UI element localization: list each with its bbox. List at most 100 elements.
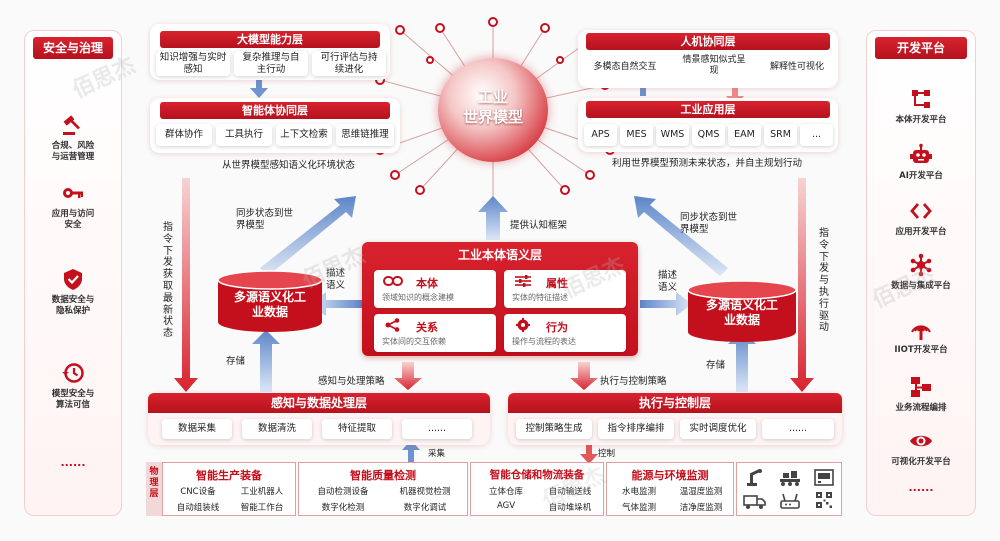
physical-group-quality[interactable]: 智能质量检测 自动检测设备 机器视觉检测 数字化检测 数字化调试 xyxy=(298,462,468,516)
perception-layer-panel: 感知与数据处理层 数据采集 数据清洗 特征提取 ...... xyxy=(148,393,490,445)
arrow-exec-strategy xyxy=(570,362,598,390)
app-layer-title: 工业应用层 xyxy=(586,101,830,118)
arrow-store-right xyxy=(728,330,756,392)
model-item-knowledge[interactable]: 知识增强与实时 感知 xyxy=(156,51,230,76)
human-item-context: 情景感知似式呈 现 xyxy=(682,55,746,77)
arrow-describe-right xyxy=(640,292,692,316)
arrow-store-left xyxy=(252,330,280,392)
ontology-item-attribute[interactable]: 属性 实体的特征描述 xyxy=(504,270,626,308)
physical-item: 自动堆垛机 xyxy=(548,503,592,513)
model-item-evaluation[interactable]: 可行评估与持 续进化 xyxy=(312,51,386,76)
model-item-reasoning[interactable]: 复杂推理与自 主行动 xyxy=(234,51,308,76)
label-control: 控制 xyxy=(598,449,616,459)
sidebar-item-ontology-platform[interactable]: 本体开发平台 xyxy=(867,87,975,126)
physical-group-logistics[interactable]: 智能仓储和物流装备 立体仓库 自动输送线 AGV 自动堆垛机 xyxy=(470,462,604,516)
sidebar-title-dev: 开发平台 xyxy=(875,37,967,59)
robot-icon xyxy=(910,143,932,163)
arrow-control xyxy=(580,442,598,464)
sidebar-item-label: 业务流程编排 xyxy=(895,403,947,413)
app-item-mes[interactable]: MES xyxy=(620,124,653,146)
execution-item-ordering[interactable]: 指令排序编排 xyxy=(598,419,674,439)
agent-item-cot[interactable]: 思维链推理 xyxy=(336,124,394,146)
perception-item-feature[interactable]: 特征提取 xyxy=(322,419,392,439)
physical-item: 数字化调试 xyxy=(403,503,447,513)
sidebar-item-label: 可视化开发平台 xyxy=(891,457,951,467)
data-cylinder-right[interactable] xyxy=(686,280,798,344)
shield-check-icon xyxy=(64,269,82,290)
physical-device-icons xyxy=(736,462,842,516)
flow-icon xyxy=(911,377,931,397)
sidebar-item-access[interactable]: 应用与访问 安全 xyxy=(25,181,121,230)
data-right-title: 多源语义化工 业数据 xyxy=(705,298,778,327)
agent-item-tools[interactable]: 工具执行 xyxy=(216,124,272,146)
human-layer-title: 人机协同层 xyxy=(586,33,830,50)
router-icon xyxy=(780,493,800,509)
ontology-item-title: 属性 xyxy=(546,277,568,290)
physical-item: 水电监测 xyxy=(621,487,656,497)
physical-group-energy[interactable]: 能源与环境监测 水电监测 温湿度监测 气体监测 洁净度监测 xyxy=(606,462,734,516)
app-item-eam[interactable]: EAM xyxy=(728,124,761,146)
model-layer-title: 大模型能力层 xyxy=(160,31,380,48)
label-perceive-strategy: 感知与处理策略 xyxy=(318,376,385,387)
perception-item-more[interactable]: ...... xyxy=(402,419,472,439)
execution-item-strategy[interactable]: 控制策略生成 xyxy=(516,419,592,439)
app-item-qms[interactable]: QMS xyxy=(692,124,725,146)
execution-item-schedule[interactable]: 实时调度优化 xyxy=(680,419,756,439)
human-item-multimodal: 多模态自然交互 xyxy=(593,62,657,72)
app-item-srm[interactable]: SRM xyxy=(764,124,797,146)
history-icon xyxy=(62,363,84,383)
agent-item-context[interactable]: 上下文检索 xyxy=(276,124,332,146)
label-store-right: 存储 xyxy=(706,360,726,371)
app-layer-panel: 工业应用层 APS MES WMS QMS EAM SRM ... xyxy=(578,98,838,152)
ontology-item-behavior[interactable]: 行为 操作与流程的表达 xyxy=(504,314,626,352)
physical-item: 机器视觉检测 xyxy=(399,487,451,497)
ontology-item-entity[interactable]: 本体 领域知识的概念建模 xyxy=(374,270,496,308)
sidebar-item-data-platform[interactable]: 数据与集成平台 xyxy=(867,253,975,292)
physical-item: 自动检测设备 xyxy=(317,487,369,497)
right-sidebar: 开发平台 本体开发平台 AI开发平台 应用开发平台 数据与集成平台 IIOT开发… xyxy=(866,30,976,516)
ontology-item-title: 本体 xyxy=(416,277,438,290)
arrow-model-agent xyxy=(250,76,268,98)
physical-group-production[interactable]: 智能生产装备 CNC设备 工业机器人 自动组装线 智能工作台 xyxy=(162,462,296,516)
physical-item: 数字化检测 xyxy=(321,503,365,513)
agent-item-group[interactable]: 群体协作 xyxy=(156,124,212,146)
app-item-more[interactable]: ... xyxy=(800,124,833,146)
sidebar-item-app-platform[interactable]: 应用开发平台 xyxy=(867,199,975,238)
sidebar-item-compliance[interactable]: 合规、风险 与运营管理 xyxy=(25,113,121,162)
sidebar-item-model-security[interactable]: 模型安全与 算法可信 xyxy=(25,361,121,410)
ontology-item-title: 行为 xyxy=(546,321,568,334)
perception-item-collect[interactable]: 数据采集 xyxy=(162,419,232,439)
sidebar-title-security: 安全与治理 xyxy=(33,37,113,59)
sidebar-item-label: 数据安全与 隐私保护 xyxy=(51,295,95,316)
label-right-vertical: 指令下发与执行驱动 xyxy=(819,228,829,334)
signal-tower-icon xyxy=(911,325,931,340)
sidebar-more: ...... xyxy=(908,481,934,494)
ontology-item-title: 关系 xyxy=(416,321,438,334)
data-cylinder-left[interactable] xyxy=(216,270,324,334)
app-item-aps[interactable]: APS xyxy=(584,124,617,146)
physical-item: CNC设备 xyxy=(180,487,216,497)
world-model-sphere[interactable] xyxy=(438,58,548,162)
label-sync-right: 同步状态到世 界模型 xyxy=(680,212,738,235)
physical-item: 工业机器人 xyxy=(240,487,284,497)
ontology-item-relation[interactable]: 关系 实体间的交互依赖 xyxy=(374,314,496,352)
sidebar-item-iiot-platform[interactable]: IIOT开发平台 xyxy=(867,317,975,356)
physical-item: 立体仓库 xyxy=(488,487,523,497)
sidebar-item-visual-platform[interactable]: 可视化开发平台 xyxy=(867,429,975,468)
execution-item-more[interactable]: ...... xyxy=(762,419,834,439)
sidebar-item-ai-platform[interactable]: AI开发平台 xyxy=(867,143,975,182)
world-model-title: 工业 世界模型 xyxy=(462,88,523,126)
label-sync-left: 同步状态到世 界模型 xyxy=(236,208,294,231)
label-provide-frame: 提供认知框架 xyxy=(510,220,568,231)
sidebar-item-data-security[interactable]: 数据安全与 隐私保护 xyxy=(25,267,121,316)
physical-group-title: 智能生产装备 xyxy=(196,469,262,482)
label-store-left: 存储 xyxy=(226,356,246,367)
ontology-item-subtitle: 实体间的交互依赖 xyxy=(382,337,446,346)
sidebar-item-flow-platform[interactable]: 业务流程编排 xyxy=(867,375,975,414)
sidebar-item-label: 合规、风险 与运营管理 xyxy=(51,141,95,162)
sidebar-item-label: 应用与访问 安全 xyxy=(51,209,95,230)
perception-item-clean[interactable]: 数据清洗 xyxy=(242,419,312,439)
data-left-title: 多源语义化工 业数据 xyxy=(233,290,306,319)
app-item-wms[interactable]: WMS xyxy=(656,124,689,146)
